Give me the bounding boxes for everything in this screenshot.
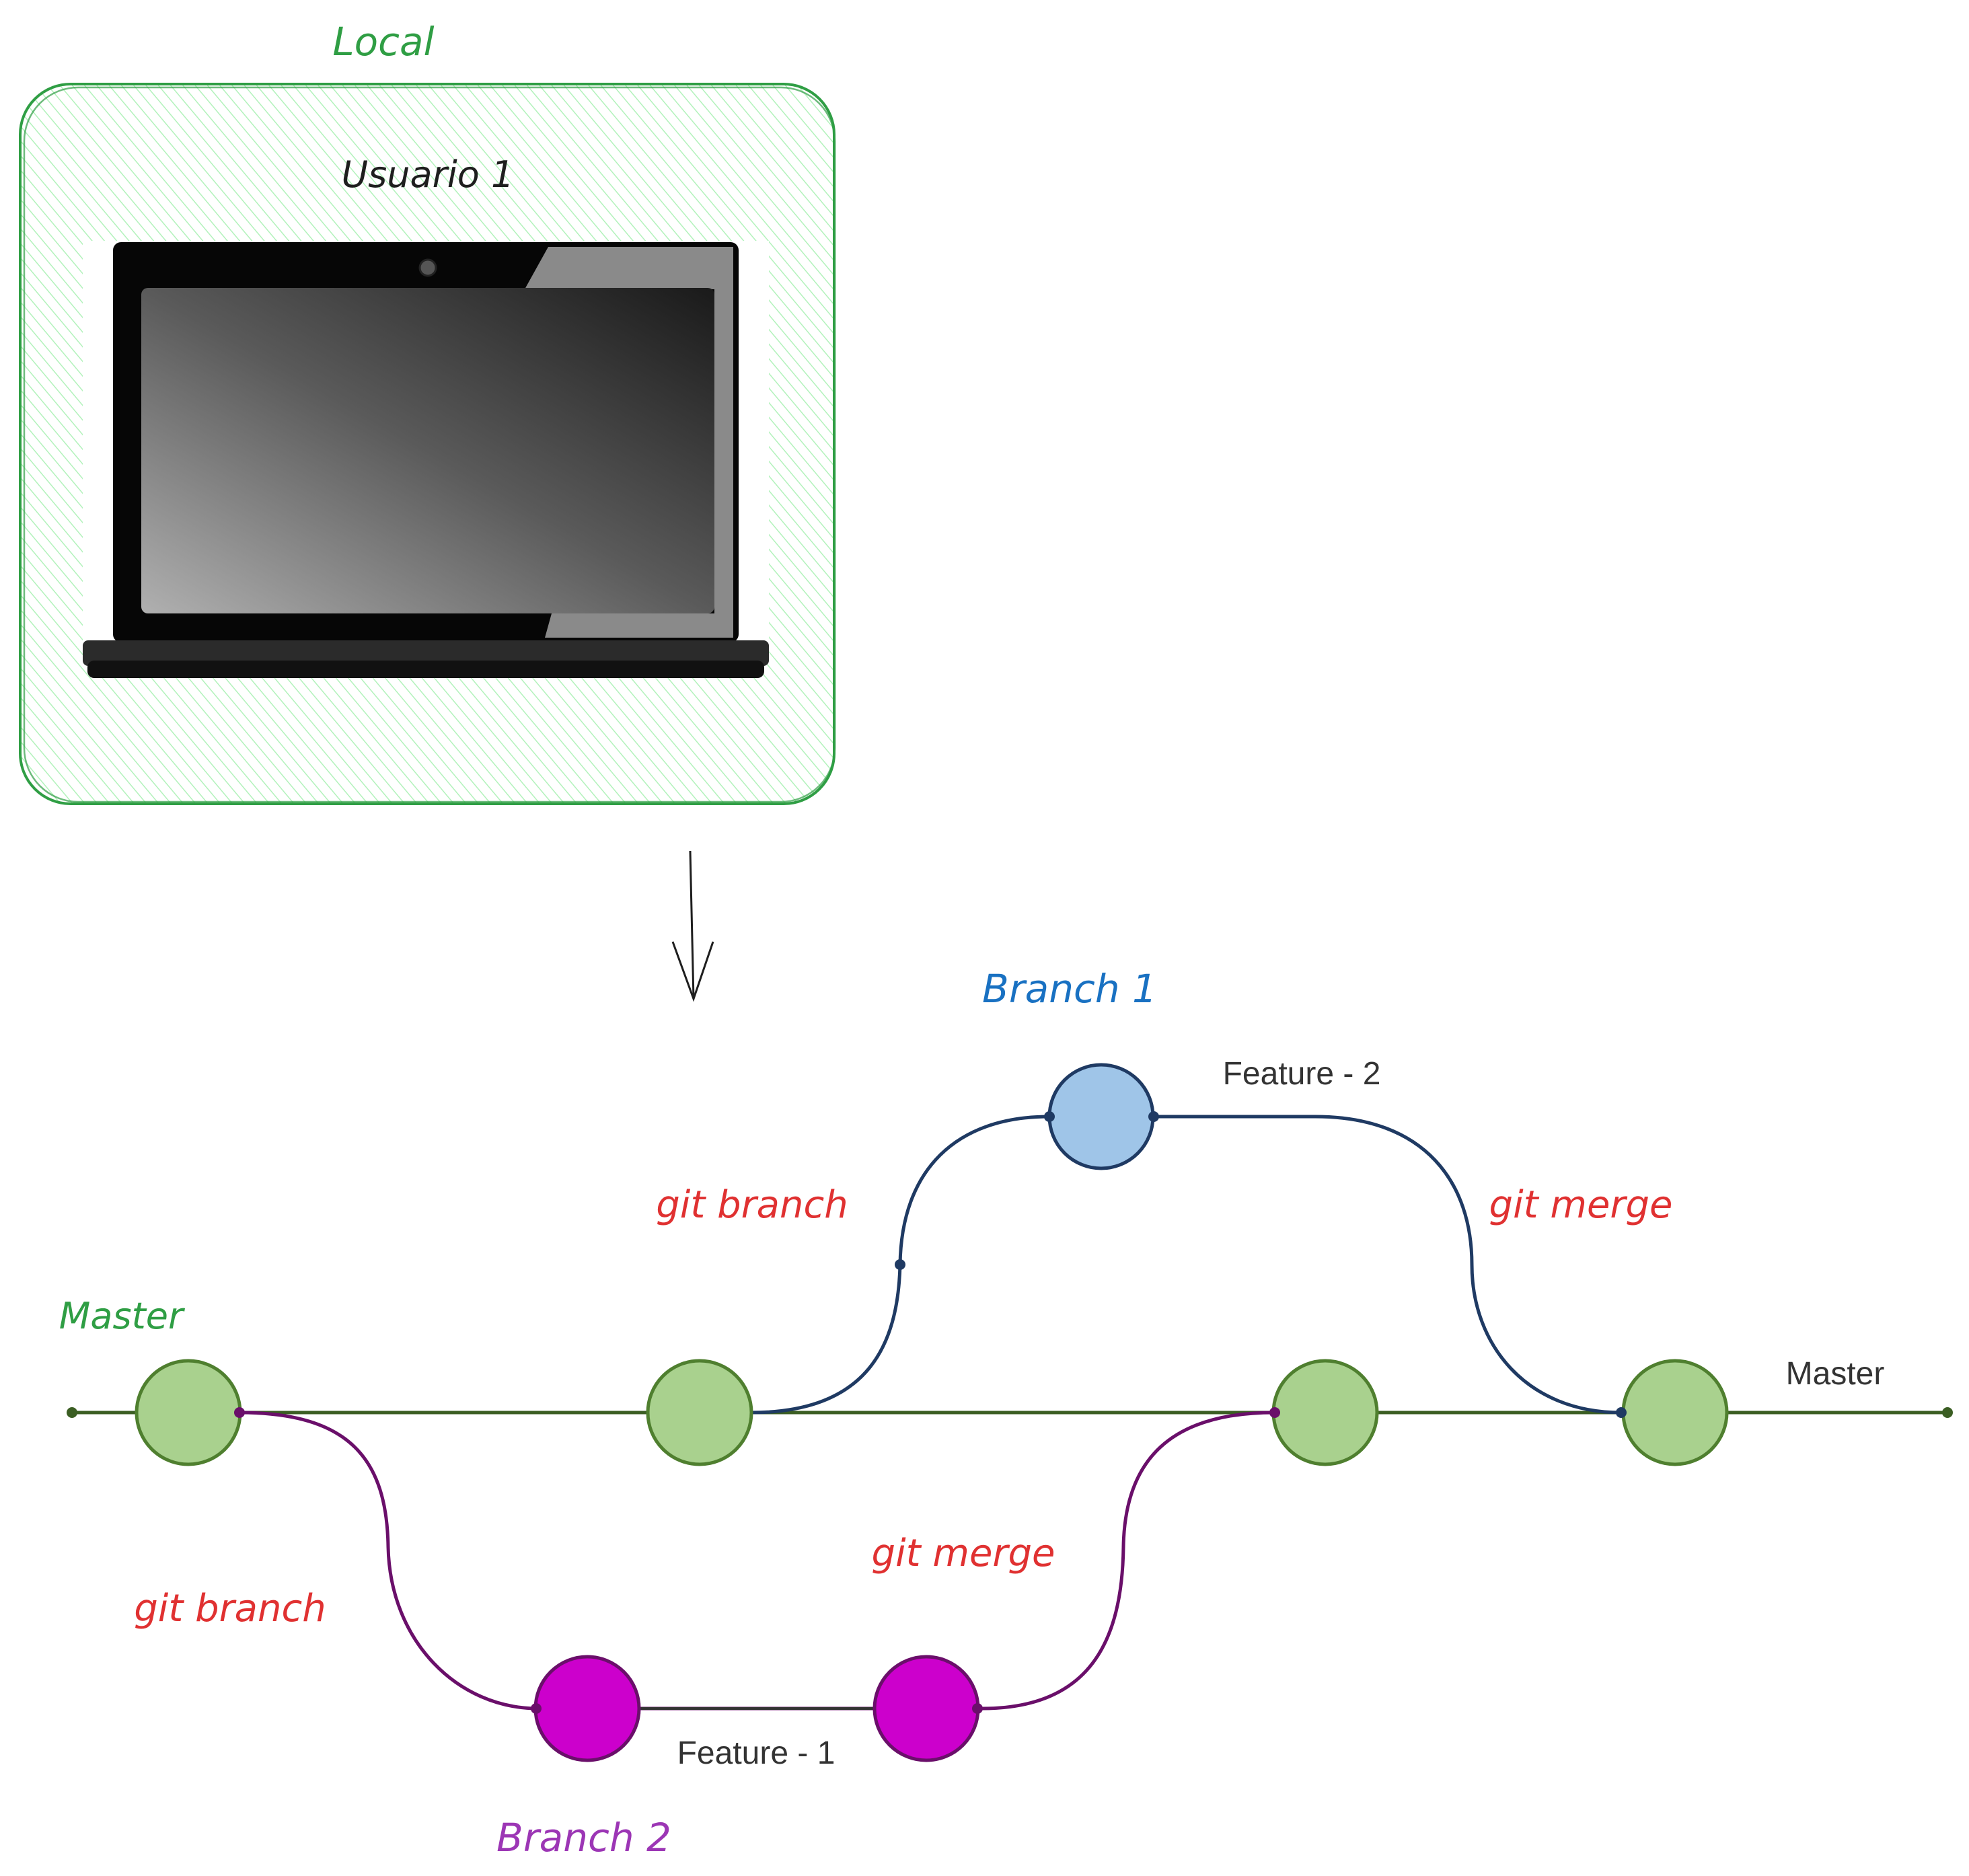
webcam-icon	[418, 258, 437, 277]
branch1-curve-dot	[895, 1259, 905, 1270]
local-box-outline-sketch	[23, 86, 836, 803]
master-label-right: Master	[1786, 1356, 1885, 1392]
master-commit-3	[1271, 1359, 1379, 1466]
branch1-commit	[1047, 1063, 1155, 1170]
branch2-commit-2	[872, 1655, 980, 1762]
master-commit-1	[135, 1359, 242, 1466]
user-label: Usuario 1	[342, 153, 515, 196]
master-commit-2	[646, 1359, 753, 1466]
down-arrow-icon	[671, 850, 714, 1002]
master-line-start-dot	[67, 1407, 77, 1418]
master-line-end-dot	[1942, 1407, 1953, 1418]
laptop-base	[83, 640, 769, 666]
laptop-screen	[141, 288, 714, 613]
git-merge-bottom-label: git merge	[872, 1532, 1055, 1575]
git-graph	[67, 1063, 1953, 1762]
branch2-commit1-left-dot	[531, 1703, 542, 1714]
branch1-label: Branch 1	[982, 966, 1157, 1012]
git-merge-top-label: git merge	[1489, 1183, 1673, 1227]
branch1-path	[751, 1115, 1622, 1415]
git-branch-top-label: git branch	[656, 1183, 848, 1227]
branch1-commit-right-dot	[1148, 1111, 1159, 1122]
branch1-commit-left-dot	[1044, 1111, 1055, 1122]
feature1-label: Feature - 1	[677, 1735, 835, 1771]
local-box-title: Local	[332, 19, 434, 65]
feature2-label: Feature - 2	[1223, 1056, 1381, 1092]
master-commit-4	[1621, 1359, 1729, 1466]
master-label-left: Master	[59, 1295, 185, 1337]
git-branch-bottom-label: git branch	[134, 1587, 326, 1630]
branch2-merge-dot	[1269, 1407, 1280, 1418]
branch1-merge-dot	[1616, 1407, 1627, 1418]
branch2-start-dot	[234, 1407, 245, 1418]
branch2-commit-1	[533, 1655, 641, 1762]
branch2-label: Branch 2	[496, 1815, 671, 1861]
laptop-icon	[83, 241, 769, 678]
branch2-path	[239, 1411, 1275, 1711]
branch2-commit2-right-dot	[972, 1703, 983, 1714]
